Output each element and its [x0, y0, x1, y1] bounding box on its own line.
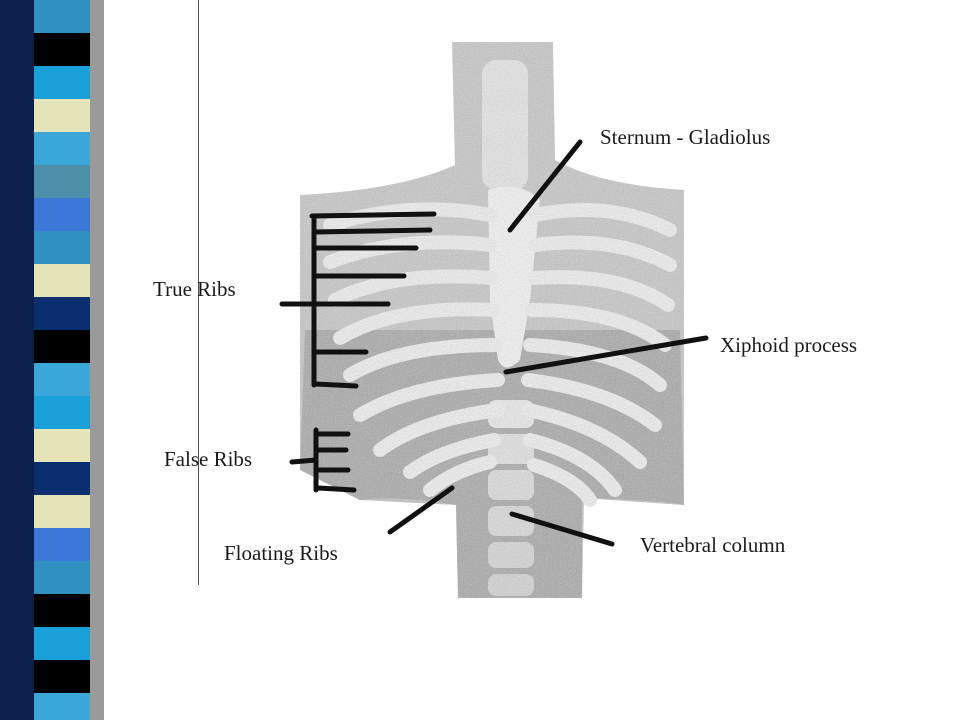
stripe-block [34, 66, 90, 99]
stripe-block [34, 396, 90, 429]
stripe-block [34, 627, 90, 660]
stripe-block [34, 528, 90, 561]
vertebral-pointer [509, 511, 615, 547]
stripe-block [34, 33, 90, 66]
stripe-block [34, 363, 90, 396]
stripe-block [34, 330, 90, 363]
label-false-ribs: False Ribs [164, 447, 253, 471]
label-vertebral-column: Vertebral column [640, 533, 786, 557]
stripe-block [34, 429, 90, 462]
margin-rule [198, 0, 199, 585]
stripe-block [34, 495, 90, 528]
stripe-block [34, 231, 90, 264]
sternum [488, 186, 540, 368]
true-ribs-bracket [279, 211, 437, 389]
label-xiphoid-process: Xiphoid process [720, 333, 858, 357]
stripe-block [34, 132, 90, 165]
floating-ribs-pointer [387, 485, 455, 535]
stripe-block [34, 0, 90, 33]
stripe-block [34, 264, 90, 297]
sternum-pointer [507, 139, 583, 233]
stripe-backing [0, 0, 34, 720]
stripe-block [34, 660, 90, 693]
right-ribs [521, 203, 677, 507]
stripe-block [34, 594, 90, 627]
xiphoid-pointer [503, 335, 709, 375]
label-floating-ribs: Floating Ribs [224, 541, 338, 565]
cervical-spine [482, 60, 528, 190]
decorative-stripe-bar [0, 0, 104, 720]
stripe-block [34, 99, 90, 132]
annotation-strokes [279, 139, 709, 547]
false-ribs-bracket [289, 427, 357, 493]
stripe-block [34, 297, 90, 330]
label-true-ribs: True Ribs [153, 277, 236, 301]
stripe-block [34, 165, 90, 198]
stripe-shadow [90, 0, 104, 720]
stripe-block [34, 561, 90, 594]
stripe-block [34, 462, 90, 495]
thorax-image [300, 42, 684, 598]
stripe-block [34, 198, 90, 231]
label-sternum-gladiolus: Sternum - Gladiolus [600, 125, 771, 149]
left-ribs [323, 202, 505, 497]
stripe-block [34, 693, 90, 720]
